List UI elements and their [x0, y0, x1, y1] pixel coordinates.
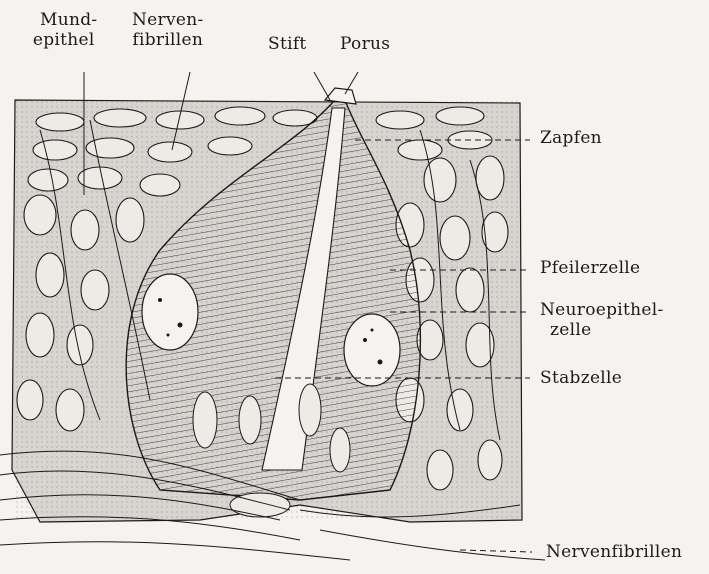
label-mundepithel: Mund- epithel: [30, 10, 97, 50]
label-neuroepithelzelle: Neuroepithel- zelle: [540, 300, 664, 340]
label-porus: Porus: [340, 34, 390, 54]
label-nervenfibrillen-top: Nerven- fibrillen: [132, 10, 204, 50]
neuroepithel-nucleus-left: [142, 274, 198, 350]
label-pfeilerzelle: Pfeilerzelle: [540, 258, 640, 278]
label-stift: Stift: [268, 34, 307, 54]
neuroepithel-nucleus-right: [344, 314, 400, 386]
label-stabzelle: Stabzelle: [540, 368, 622, 388]
label-zapfen: Zapfen: [540, 128, 602, 148]
label-nervenfibrillen-bottom: Nervenfibrillen: [546, 542, 682, 562]
